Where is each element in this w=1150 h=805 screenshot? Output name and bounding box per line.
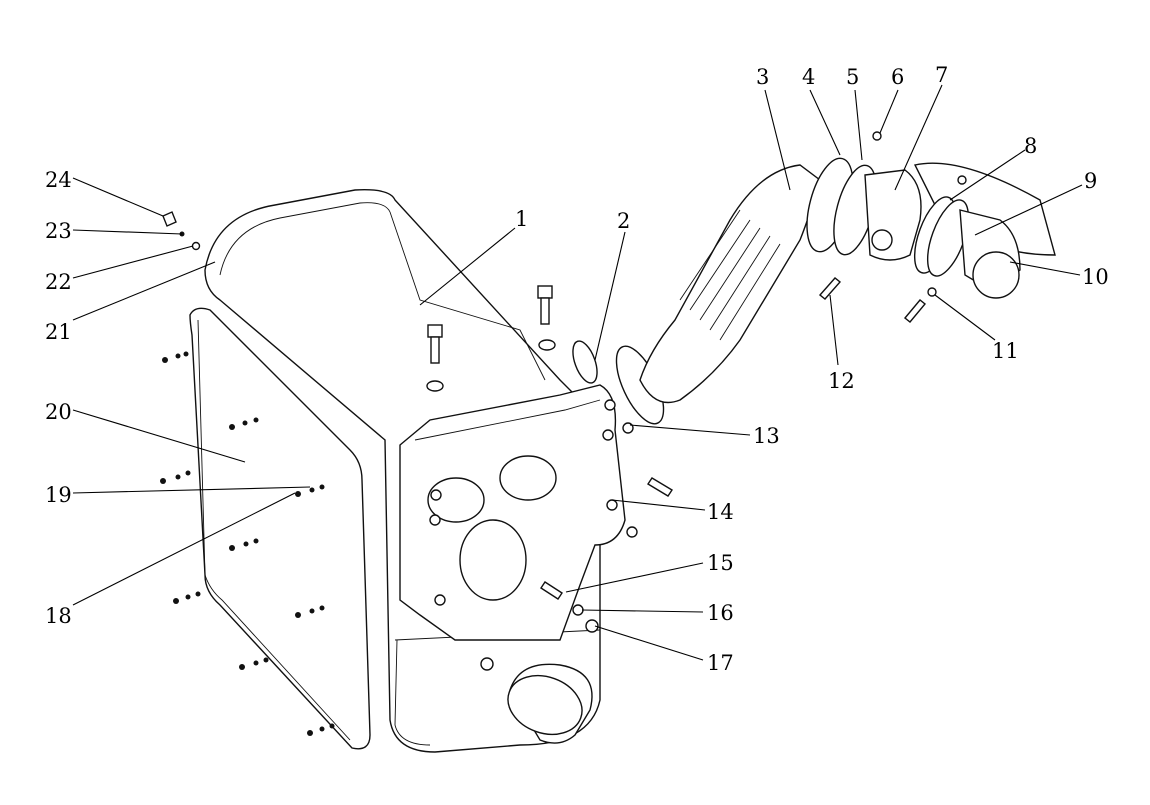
callout-19: 19	[45, 483, 72, 507]
callout-18: 18	[45, 604, 72, 628]
small-fasteners	[162, 211, 201, 251]
callout-12: 12	[828, 369, 855, 393]
outlet-pipe	[507, 663, 593, 744]
callout-8: 8	[1024, 134, 1037, 158]
callout-20: 20	[45, 400, 72, 424]
leader-lines	[72, 84, 1083, 661]
ring-clamps	[806, 131, 922, 261]
callout-2: 2	[617, 209, 630, 233]
callout-11: 11	[992, 339, 1019, 363]
callout-7: 7	[935, 63, 948, 87]
callout-24: 24	[45, 168, 72, 192]
callout-4: 4	[802, 65, 815, 89]
callout-16: 16	[707, 601, 734, 625]
top-bolts	[426, 285, 556, 392]
callout-3: 3	[756, 65, 769, 89]
callout-labels: 1 2 3 4 5 6 7 8 9 10 11 12 13 14 15 16 1…	[45, 63, 1109, 675]
callout-15: 15	[707, 551, 734, 575]
flange-plate	[399, 384, 638, 641]
callout-14: 14	[707, 500, 734, 524]
callout-6: 6	[891, 65, 904, 89]
flex-pipe	[639, 164, 821, 404]
clamp-2	[572, 340, 598, 384]
callout-1: 1	[515, 207, 528, 231]
callout-9: 9	[1084, 169, 1097, 193]
callout-22: 22	[45, 270, 72, 294]
cover-plate	[189, 307, 371, 750]
callout-13: 13	[753, 424, 780, 448]
callout-21: 21	[45, 320, 72, 344]
cover-screws	[160, 351, 335, 736]
callout-10: 10	[1082, 265, 1109, 289]
callout-5: 5	[846, 65, 859, 89]
callout-17: 17	[707, 651, 734, 675]
loose-bolts	[480, 277, 926, 671]
outlet-elbow	[913, 162, 1056, 299]
callout-23: 23	[45, 219, 72, 243]
